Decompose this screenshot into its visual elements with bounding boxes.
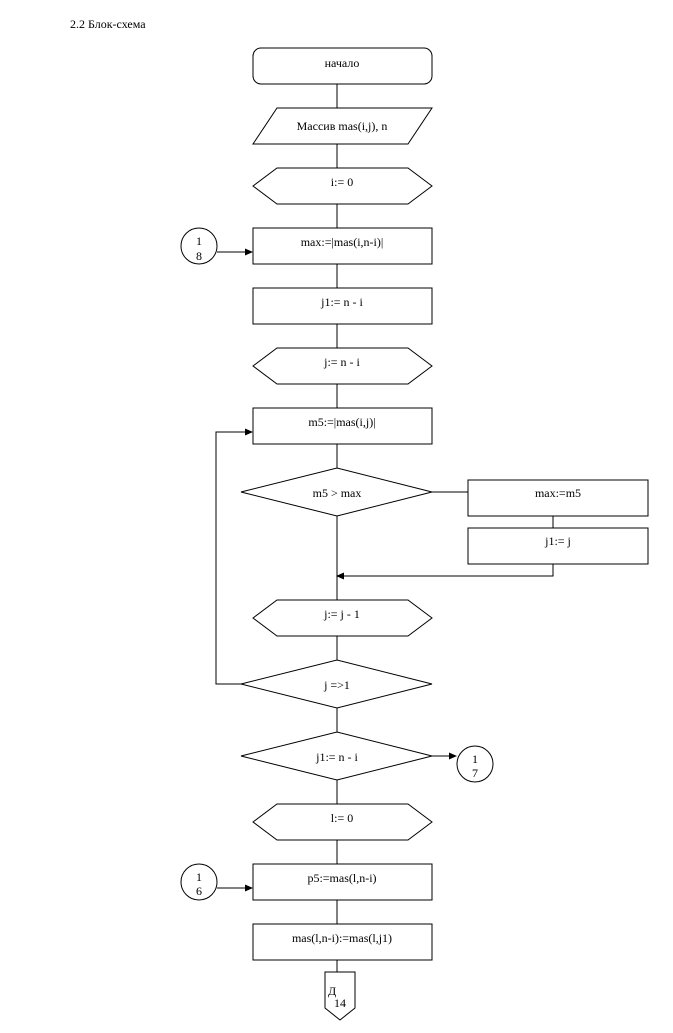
loop-i-label: i:= 0 — [331, 175, 353, 189]
connector-1-8 — [180, 227, 218, 265]
p5-assign-process — [252, 863, 433, 901]
max-update-label: max:=m5 — [535, 486, 581, 500]
connector-1-6 — [180, 863, 218, 901]
cond-max-decision — [240, 467, 433, 517]
loop-i-hexagon — [252, 167, 433, 205]
start-label: начало — [325, 56, 360, 70]
m5-assign-label: m5:=|mas(i,j)| — [308, 415, 375, 429]
swap-label: mas(l,n-i):=mas(l,j1) — [292, 931, 392, 945]
input-label: Массив mas(i,j), n — [297, 119, 388, 133]
j-dec-hexagon — [252, 599, 433, 637]
connector-1-7 — [456, 745, 494, 783]
cond-j-label: j =>1 — [323, 678, 350, 692]
cond-j-decision — [240, 659, 433, 709]
l-init-label: l:= 0 — [331, 811, 353, 825]
merge-arrow — [336, 564, 554, 580]
offpage-connector — [324, 971, 356, 1021]
page-title: 2.2 Блок-схема — [70, 17, 146, 31]
loop-back-arrow — [215, 428, 253, 685]
max-update-process — [467, 479, 649, 517]
connector-1-8-bottom: 8 — [196, 249, 202, 263]
max-init-process — [252, 227, 433, 265]
connector-1-6-top: 1 — [196, 870, 202, 884]
cond-max-label: m5 > max — [313, 486, 362, 500]
m5-assign-process — [252, 407, 433, 445]
j1-update-process — [467, 527, 649, 565]
start-terminator — [252, 47, 433, 85]
cond-j1-label: j1:= n - i — [315, 750, 358, 764]
j1-init-label: j1:= n - i — [320, 295, 363, 309]
loop-j-label: j:= n - i — [323, 355, 360, 369]
j1-update-label: j1:= j — [544, 534, 571, 548]
connector-1-6-bottom: 6 — [196, 884, 202, 898]
input-parallelogram — [252, 107, 433, 145]
l-init-hexagon — [252, 803, 433, 841]
swap-process — [252, 923, 433, 961]
connector-1-8-top: 1 — [196, 234, 202, 248]
j1-init-process — [252, 287, 433, 325]
connector-1-7-bottom: 7 — [472, 766, 478, 780]
cond-j1-decision — [240, 731, 433, 781]
p5-assign-label: p5:=mas(l,n-i) — [307, 871, 376, 885]
loop-j-hexagon — [252, 347, 433, 385]
offpage-top-label: Д — [328, 984, 336, 998]
offpage-bottom-label: 14 — [334, 996, 346, 1010]
connector-1-7-top: 1 — [472, 752, 478, 766]
j-dec-label: j:= j - 1 — [323, 607, 360, 621]
max-init-label: max:=|mas(i,n-i)| — [301, 235, 384, 249]
